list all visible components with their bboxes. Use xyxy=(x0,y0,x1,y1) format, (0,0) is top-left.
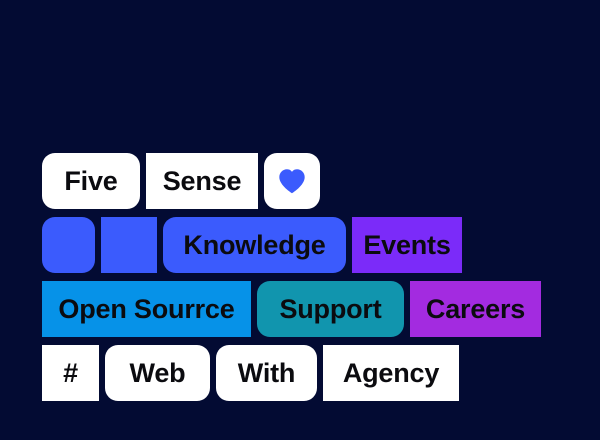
tag-chip-agency[interactable]: Agency xyxy=(323,345,459,401)
tag-chip-label: Web xyxy=(129,357,186,388)
tag-chip-support[interactable]: Support xyxy=(257,281,404,337)
tag-chip-heart-icon[interactable] xyxy=(264,153,320,209)
tag-chip-blank[interactable]: # xyxy=(42,345,99,401)
tag-chip-label: Events xyxy=(363,229,451,260)
row-3: Open Sourrce Support Careers xyxy=(42,281,541,337)
tag-chip-open-sourrce[interactable]: Open Sourrce xyxy=(42,281,251,337)
tag-chip-label: # xyxy=(63,357,78,388)
row-4: # Web With Agency xyxy=(42,345,459,401)
tag-chip-label: Open Sourrce xyxy=(58,293,235,324)
heart-icon xyxy=(279,169,305,194)
tag-chip-blank[interactable] xyxy=(42,217,95,273)
row-1: Five Sense xyxy=(42,153,320,209)
tag-chip-label: With xyxy=(237,357,296,388)
tag-chip-blank[interactable] xyxy=(101,217,157,273)
tag-chip-sense[interactable]: Sense xyxy=(146,153,258,209)
tag-chip-label: Support xyxy=(279,293,382,324)
tag-chip-web[interactable]: Web xyxy=(105,345,210,401)
tag-chip-five[interactable]: Five xyxy=(42,153,140,209)
tag-chip-with[interactable]: With xyxy=(216,345,317,401)
tag-chip-events[interactable]: Events xyxy=(352,217,462,273)
tag-chip-label: Five xyxy=(64,165,118,196)
tag-chip-knowledge[interactable]: Knowledge xyxy=(163,217,346,273)
tag-chip-careers[interactable]: Careers xyxy=(410,281,541,337)
tag-chip-label: Sense xyxy=(162,165,242,196)
row-2: Knowledge Events xyxy=(42,217,462,273)
tag-chip-label: Agency xyxy=(342,357,440,388)
tag-chip-label: Knowledge xyxy=(183,229,326,260)
tag-chip-label: Careers xyxy=(425,293,526,324)
